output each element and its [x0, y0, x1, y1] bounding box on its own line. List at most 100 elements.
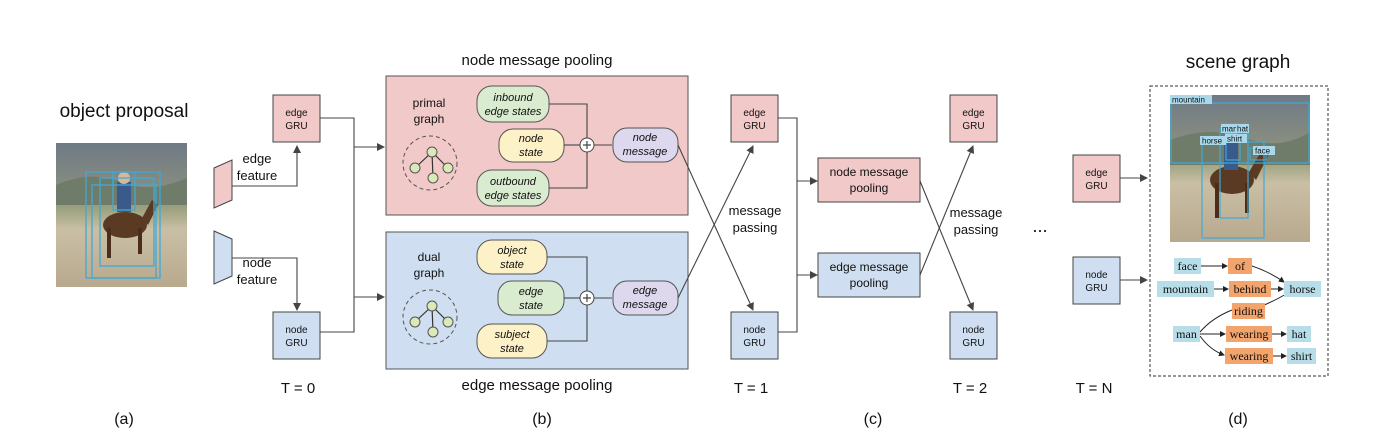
edge-gru-t1 — [730, 94, 779, 143]
node-feature-extractor — [213, 230, 233, 285]
sg-node-face: face — [1178, 259, 1198, 273]
node-message-pill: node message — [612, 127, 679, 163]
message-passing-label-2b: passing — [954, 222, 999, 237]
scene-graph-title: scene graph — [1186, 52, 1291, 73]
edge-pool-label-1: edge message — [830, 260, 909, 274]
edge-state-pill: edge state — [497, 280, 565, 316]
node-gru-t2-label-1: node — [962, 325, 985, 336]
edge-message-label-2: message — [623, 299, 668, 311]
edge-gru-t1-label-1: edge — [743, 108, 766, 119]
edge-gru-tn-label-2: GRU — [1085, 181, 1107, 192]
message-passing-label-2a: message — [950, 205, 1003, 220]
scene-graph: face of mountain behind horse riding man… — [1157, 258, 1321, 364]
edge-gru-t0 — [272, 94, 321, 143]
node-gru-tn — [1072, 256, 1121, 305]
aggregate-plus-icon-dual — [579, 290, 595, 306]
node-pool-label-1: node message — [830, 165, 909, 179]
photo-label-mountain: mountain — [1172, 96, 1205, 105]
ellipsis: ... — [1032, 216, 1047, 236]
edge-gru-tn — [1072, 154, 1121, 203]
photo-label-face: face — [1255, 147, 1271, 156]
node-gru-t2-label-2: GRU — [962, 338, 984, 349]
edge-state-label-1: edge — [519, 286, 543, 298]
sg-node-mountain: mountain — [1163, 282, 1208, 296]
node-feature-label-2: feature — [237, 272, 277, 287]
time-t1: T = 1 — [734, 380, 768, 397]
subject-state-label-1: subject — [495, 329, 531, 341]
primal-graph-label-2: graph — [414, 112, 445, 126]
outbound-label-2: edge states — [485, 190, 542, 202]
photo-label-shirt: shirt — [1227, 135, 1243, 144]
node-gru-tn-label-1: node — [1085, 270, 1108, 281]
node-gru-t2 — [949, 311, 998, 360]
sg-node-man: man — [1176, 327, 1197, 341]
sg-node-wearing-1: wearing — [1230, 327, 1269, 341]
input-photo — [56, 143, 187, 287]
sg-node-shirt: shirt — [1291, 349, 1313, 363]
panel-a-label: (a) — [114, 411, 134, 428]
time-tn: T = N — [1076, 380, 1113, 397]
edge-gru-t2-label-2: GRU — [962, 121, 984, 132]
panel-d-label: (d) — [1228, 411, 1248, 428]
edge-message-pill: edge message — [612, 280, 679, 316]
inbound-label-2: edge states — [485, 106, 542, 118]
node-message-label-1: node — [633, 132, 657, 144]
node-message-pooling-box — [817, 157, 921, 203]
photo-label-hat: hat — [1237, 125, 1249, 134]
object-state-label-2: state — [500, 259, 524, 271]
subject-state-pill: subject state — [476, 323, 548, 359]
panel-c-label: (c) — [864, 411, 883, 428]
photo-label-horse: horse — [1202, 137, 1223, 146]
object-state-label-1: object — [497, 245, 527, 257]
edge-gru-t2-label-1: edge — [962, 108, 985, 119]
dual-graph-icon — [402, 289, 458, 345]
time-t0: T = 0 — [281, 380, 315, 397]
edge-feature-extractor — [213, 159, 233, 209]
node-state-pill: node state — [498, 128, 565, 163]
message-passing-label-1a: message — [729, 203, 782, 218]
panel-b-label: (b) — [532, 411, 552, 428]
node-gru-t1-label-2: GRU — [743, 338, 765, 349]
edge-message-pooling-box — [817, 252, 921, 298]
inbound-edge-states-pill: inbound edge states — [476, 85, 550, 123]
node-gru-t1-label-1: node — [743, 325, 766, 336]
node-gru-t0-label-1: node — [285, 325, 308, 336]
node-gru-t1 — [730, 311, 779, 360]
edge-feature-label-2: feature — [237, 168, 277, 183]
annotated-photo: mountain horse man hat shirt face — [1170, 95, 1310, 242]
edge-state-label-2: state — [519, 300, 543, 312]
sg-node-behind: behind — [1234, 282, 1267, 296]
object-state-pill: object state — [476, 239, 548, 275]
outbound-label-1: outbound — [490, 176, 537, 188]
primal-graph-icon — [402, 135, 458, 191]
primal-graph-label-1: primal — [413, 96, 446, 110]
edge-gru-t2 — [949, 94, 998, 143]
sg-node-wearing-2: wearing — [1230, 349, 1269, 363]
edge-pool-label-2: pooling — [850, 276, 889, 290]
object-proposal-title: object proposal — [60, 101, 189, 122]
scene-graph-frame — [1149, 85, 1329, 377]
edge-gru-t0-label-2: GRU — [285, 121, 307, 132]
inbound-label-1: inbound — [493, 92, 533, 104]
dual-graph-label-1: dual — [418, 250, 441, 264]
node-message-label-2: message — [623, 146, 668, 158]
node-state-label-1: node — [519, 133, 543, 145]
node-gru-t0-label-2: GRU — [285, 338, 307, 349]
edge-gru-t1-label-2: GRU — [743, 121, 765, 132]
node-feature-label-1: node — [243, 255, 272, 270]
node-gru-t0 — [272, 311, 321, 360]
subject-state-label-2: state — [500, 343, 524, 355]
node-pool-label-2: pooling — [850, 181, 889, 195]
outbound-edge-states-pill: outbound edge states — [476, 169, 550, 207]
dual-graph-label-2: graph — [414, 266, 445, 280]
photo-label-man: man — [1222, 125, 1238, 134]
node-gru-tn-label-2: GRU — [1085, 283, 1107, 294]
node-message-pooling-title: node message pooling — [462, 52, 613, 69]
edge-gru-t0-label-1: edge — [285, 108, 308, 119]
sg-node-horse: horse — [1290, 282, 1316, 296]
edge-gru-tn-label-1: edge — [1085, 168, 1108, 179]
sg-node-hat: hat — [1292, 327, 1307, 341]
message-passing-label-1b: passing — [733, 220, 778, 235]
edge-message-label-1: edge — [633, 285, 657, 297]
